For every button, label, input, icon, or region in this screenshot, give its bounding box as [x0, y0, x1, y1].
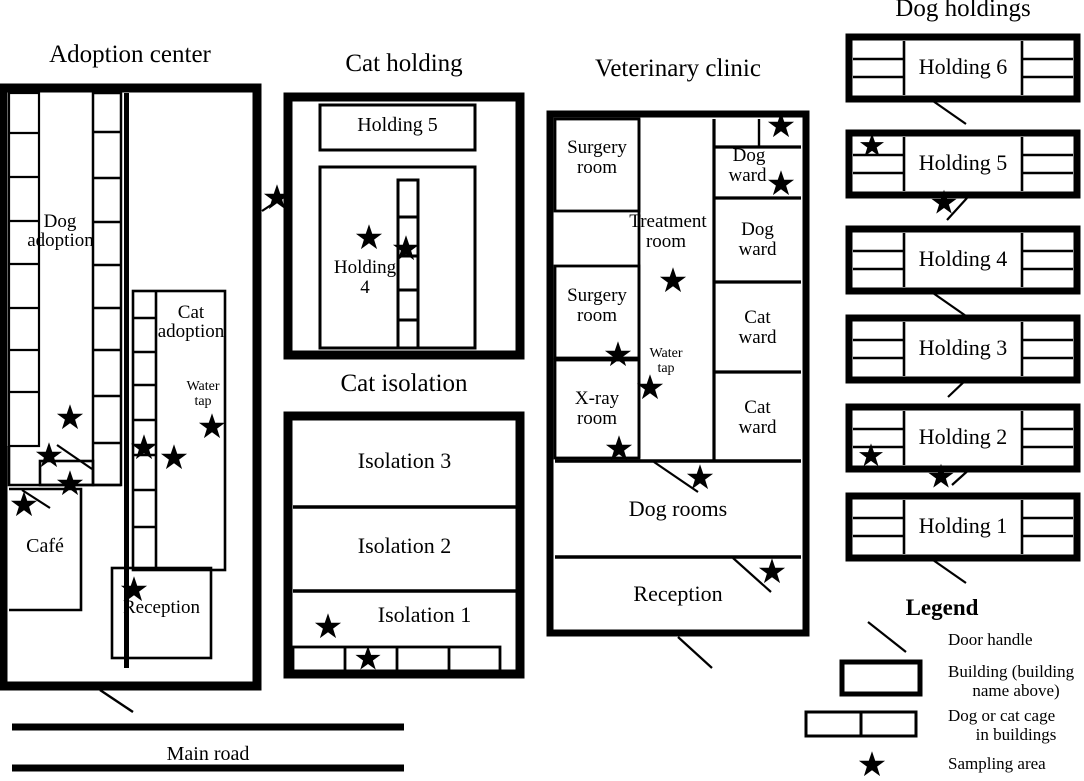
room-label-dog-rooms: Dog rooms — [628, 496, 728, 521]
star-icon — [198, 413, 226, 439]
room-label-treatment-room-line1: Treatment — [629, 211, 707, 232]
legend-label-door-handle: Door handle — [948, 630, 1033, 649]
building-dog-holdings — [845, 33, 1081, 584]
room-label-surgery-room-1-line1: Surgery — [567, 137, 627, 158]
room-label-holding-3: Holding 3 — [918, 335, 1008, 360]
room-label-cat-ward-1-line1: Cat — [744, 307, 771, 328]
star-icon — [355, 224, 383, 250]
room-label-dog-adoption-line1: Dog — [43, 211, 77, 232]
dog-holding-unit-6 — [845, 33, 1081, 125]
room-label-isolation-2: Isolation 2 — [357, 533, 452, 558]
room-label-holding-2: Holding 2 — [918, 424, 1008, 449]
room-label-reception-clinic: Reception — [633, 581, 723, 606]
room-label-treatment-room-line2: room — [645, 231, 687, 252]
room-label-holding-6: Holding 6 — [918, 54, 1008, 79]
building-veterinary-clinic — [546, 110, 810, 669]
star-icon — [56, 470, 84, 496]
title-veterinary-clinic: Veterinary clinic — [595, 55, 761, 82]
room-label-holding-1: Holding 1 — [918, 513, 1008, 538]
star-icon — [355, 645, 381, 670]
building-cat-holding — [261, 92, 525, 360]
room-label-holding-4: Holding 4 — [918, 246, 1008, 271]
legend-star-icon — [858, 751, 886, 777]
building-cat-isolation — [283, 411, 525, 679]
dog-holding-unit-3 — [845, 314, 1081, 398]
room-label-xray-room-line1: X-ray — [574, 388, 620, 409]
room-label-isolation-3: Isolation 3 — [357, 448, 452, 473]
main-road — [12, 723, 404, 772]
room-label-holding-5-cat: Holding 5 — [357, 114, 438, 136]
room-label-surgery-room-2-line2: room — [576, 305, 618, 326]
title-adoption-center: Adoption center — [49, 41, 211, 68]
room-label-xray-room-line2: room — [576, 408, 618, 429]
title-dog-holdings: Dog holdings — [895, 0, 1031, 22]
star-icon — [659, 267, 687, 293]
room-label-cafe: Café — [26, 535, 64, 557]
room-label-dog-ward-1-line1: Dog — [732, 145, 766, 166]
star-icon — [605, 435, 633, 461]
star-icon — [10, 491, 38, 517]
legend-title: Legend — [905, 595, 979, 620]
star-icon — [56, 404, 84, 430]
room-label-dog-ward-2-line1: Dog — [741, 219, 774, 240]
legend-label-cage-line2: in buildings — [975, 725, 1057, 744]
dog-holding-unit-5 — [845, 129, 1081, 221]
star-icon — [686, 464, 714, 490]
room-label-surgery-room-1-line2: room — [576, 157, 618, 178]
legend-label-building-line2: name above) — [972, 681, 1060, 700]
room-label-cat-ward-2-line2: ward — [738, 417, 777, 438]
room-label-cat-ward-1-line2: ward — [738, 327, 777, 348]
legend-label-building-line1: Building (building — [948, 662, 1075, 681]
star-icon — [859, 133, 885, 157]
room-label-dog-ward-2-line2: ward — [738, 239, 777, 260]
building-adoption-center — [0, 83, 262, 713]
room-label-isolation-1: Isolation 1 — [377, 602, 472, 627]
title-cat-holding: Cat holding — [345, 50, 463, 77]
dog-holding-unit-2 — [845, 403, 1081, 486]
room-label-cat-ward-2-line1: Cat — [744, 397, 771, 418]
annotation-water-tap-adoption-line1: Water — [186, 379, 220, 394]
legend-label-cage-line1: Dog or cat cage — [948, 706, 1056, 725]
star-icon — [604, 341, 632, 367]
legend-building-icon — [839, 659, 923, 697]
room-label-holding-4-cat-line1: Holding — [333, 257, 397, 278]
star-icon — [160, 444, 188, 470]
legend-cage-icon — [804, 710, 918, 738]
room-label-holding-5: Holding 5 — [918, 150, 1008, 175]
title-cat-isolation: Cat isolation — [340, 370, 468, 397]
room-label-holding-4-cat-line2: 4 — [360, 277, 370, 298]
main-road-label: Main road — [166, 743, 250, 765]
room-label-dog-ward-1-line2: ward — [728, 165, 767, 186]
dog-holding-unit-4 — [845, 225, 1081, 317]
annotation-water-tap-clinic-line2: tap — [657, 361, 675, 376]
star-icon — [758, 558, 786, 584]
dog-holding-unit-1 — [845, 492, 1081, 584]
legend-symbols — [804, 621, 923, 777]
room-label-surgery-room-2-line1: Surgery — [567, 285, 627, 306]
room-label-reception-adoption: Reception — [122, 597, 201, 618]
room-label-dog-adoption-line2: adoption — [27, 230, 94, 251]
annotation-water-tap-adoption-line2: tap — [194, 394, 212, 409]
legend-door-handle-icon — [867, 621, 907, 653]
room-label-cat-adoption-line2: adoption — [157, 321, 225, 342]
legend-label-sampling-area: Sampling area — [948, 754, 1046, 773]
room-label-cat-adoption-line1: Cat — [177, 302, 205, 323]
annotation-water-tap-clinic-line1: Water — [649, 346, 683, 361]
